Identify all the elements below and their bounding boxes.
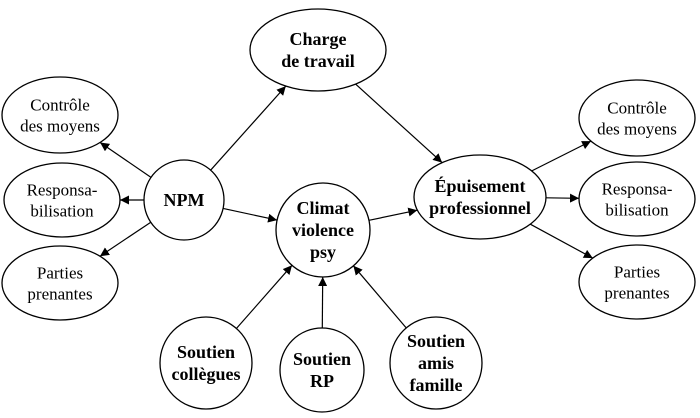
node-parties-left: Parties prenantes [1,245,119,321]
node-label-line: famille [410,375,463,395]
node-controle-right: Contrôle des moyens [578,79,696,157]
node-label-line: Soutien [177,342,235,362]
edges-layer [99,83,594,329]
node-respons-left: Responsa-bilisation [3,162,121,238]
node-ellipse [275,182,371,278]
node-ellipse [143,159,225,241]
arrow-epuisement-to-controle-right [531,140,592,172]
node-ellipse [249,8,387,92]
arrow-epuisement-to-respons-right [545,193,580,203]
node-ellipse [413,154,547,240]
node-label-line: Parties [614,263,660,282]
node-label-line: bilisation [605,201,669,220]
node-ellipse [578,161,696,237]
node-ellipse [389,316,483,410]
node-label-line: Charge [290,29,347,49]
node-label-line: professionnel [429,198,531,218]
node-ellipse [1,245,119,321]
arrow-soutien-amis-to-climat [352,265,407,329]
node-ellipse [1,76,119,154]
arrow-line [352,265,407,329]
arrow-line [545,193,580,203]
arrow-line [99,221,152,257]
arrow-line [99,142,152,178]
arrow-line [210,85,287,171]
node-npm: NPM [143,159,225,241]
node-label-line: RP [310,371,334,391]
node-ellipse [578,244,696,320]
node-label-line: violence [292,220,354,240]
node-label-line: Soutien [293,349,351,369]
node-label-line: Contrôle [607,99,667,118]
node-label-line: de travail [281,51,355,71]
arrow-epuisement-to-parties-right [530,223,594,259]
arrow-line [368,207,418,221]
node-label-line: bilisation [30,202,94,221]
arrow-line [235,264,293,329]
node-label-line: des moyens [20,117,100,136]
arrow-line [222,207,278,223]
node-ellipse [3,162,121,238]
arrow-line [355,83,443,164]
node-label-line: prenantes [27,285,92,304]
node-label-line: Climat [297,198,350,218]
node-ellipse [159,316,253,410]
arrow-charge-to-epuisement [355,83,443,164]
arrow-npm-to-charge [210,85,287,171]
node-label-line: prenantes [604,284,669,303]
node-label-line: des moyens [597,120,677,139]
node-ellipse [279,327,365,413]
node-label-line: collègues [172,364,241,384]
node-label-line: NPM [164,190,205,210]
node-label-line: amis [418,353,454,373]
node-ellipse [578,79,696,157]
node-label-line: Responsa- [27,181,98,200]
arrow-line [531,140,592,172]
node-label-line: Épuisement [434,175,525,196]
arrow-npm-to-controle-left [99,142,152,178]
node-parties-right: Parties prenantes [578,244,696,320]
arrow-npm-to-parties-left [99,221,152,257]
arrow-npm-to-climat [222,207,278,223]
arrow-line [530,223,594,259]
node-label-line: Parties [37,264,83,283]
node-label-line: Contrôle [30,96,90,115]
node-label-line: psy [310,242,336,262]
node-label-line: Soutien [407,331,465,351]
arrow-soutien-collegues-to-climat [235,264,293,329]
arrow-climat-to-epuisement [368,207,418,221]
node-label-line: Responsa- [602,180,673,199]
node-respons-right: Responsa-bilisation [578,161,696,237]
node-controle-left: Contrôle des moyens [1,76,119,154]
